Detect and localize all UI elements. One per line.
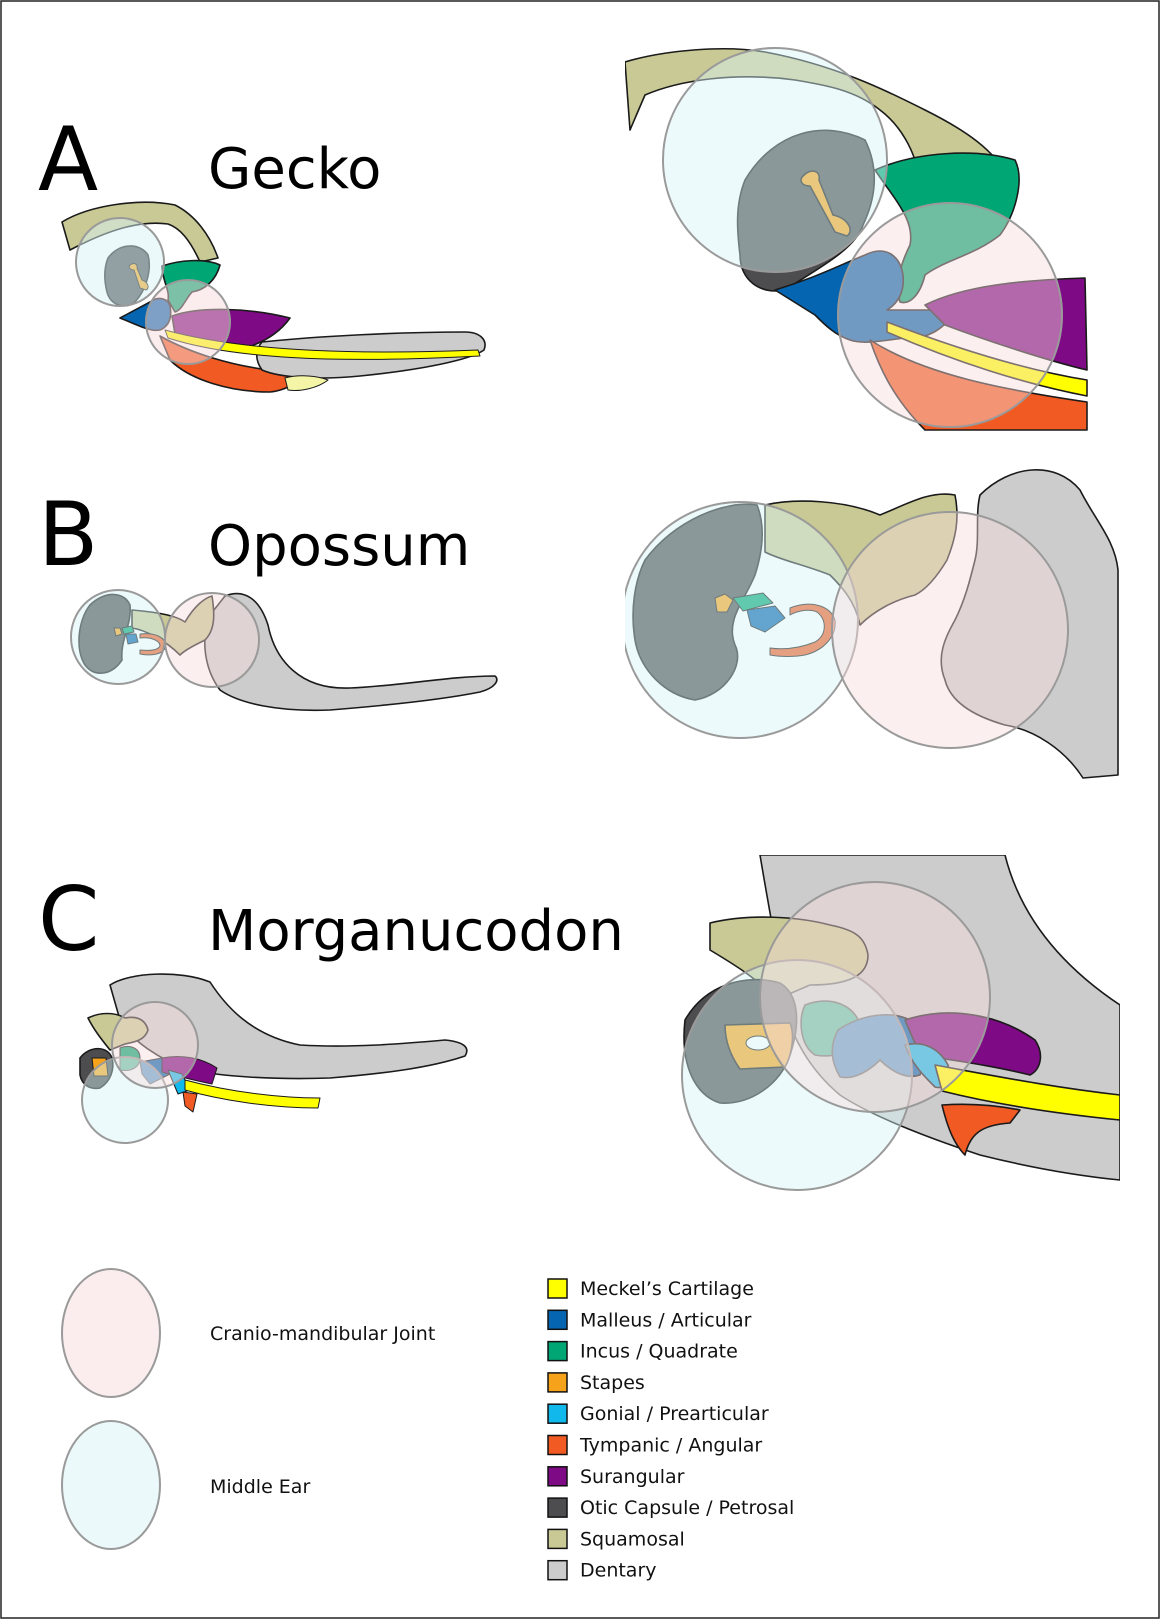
bone-legend-label: Stapes — [580, 1372, 645, 1394]
panel-c-title: Morganucodon — [208, 899, 624, 964]
bone-legend-label: Incus / Quadrate — [580, 1341, 738, 1363]
bone-legend-item: Dentary — [548, 1560, 657, 1582]
bone-color-swatch — [548, 1467, 567, 1486]
opossum-large-middle-ear-region — [622, 502, 858, 738]
morganucodon-small-joint-region — [112, 1002, 198, 1088]
bone-color-swatch — [548, 1436, 567, 1455]
bone-legend-label: Malleus / Articular — [580, 1309, 752, 1331]
joint-legend-label: Cranio-mandibular Joint — [210, 1323, 435, 1345]
bone-legend-label: Otic Capsule / Petrosal — [580, 1497, 794, 1519]
opossum-small-joint-region — [165, 593, 259, 687]
bone-legend-label: Surangular — [580, 1466, 685, 1488]
bone-legend-label: Dentary — [580, 1560, 657, 1582]
panel-c-letter: C — [38, 868, 99, 971]
middle-ear-legend-label: Middle Ear — [210, 1476, 310, 1498]
bone-color-swatch — [548, 1561, 567, 1580]
bone-legend-label: Tympanic / Angular — [579, 1435, 762, 1457]
panel-b-title: Opossum — [208, 514, 470, 579]
gecko-small-joint-region — [146, 280, 230, 364]
joint-swatch — [62, 1269, 160, 1397]
opossum-large-joint-region — [832, 512, 1068, 748]
panel-a-letter: A — [38, 108, 98, 211]
bone-legend-item: Tympanic / Angular — [548, 1435, 762, 1457]
bone-color-swatch — [548, 1373, 567, 1392]
bone-legend-label: Squamosal — [580, 1528, 685, 1550]
bone-color-swatch — [548, 1498, 567, 1517]
bone-color-swatch — [548, 1342, 567, 1361]
morganucodon-large-joint-region — [760, 882, 990, 1112]
gecko-large-joint-region — [838, 203, 1062, 427]
bone-legend-item: Stapes — [548, 1372, 645, 1394]
bone-color-swatch — [548, 1529, 567, 1548]
gecko-large-middle-ear-region — [663, 48, 887, 272]
gecko-small-middle-ear-region — [76, 218, 164, 306]
bone-color-swatch — [548, 1404, 567, 1423]
bone-color-swatch — [548, 1310, 567, 1329]
bone-color-swatch — [548, 1279, 567, 1298]
bone-legend-label: Gonial / Prearticular — [580, 1403, 769, 1425]
opossum-small-middle-ear-region — [71, 590, 165, 684]
bone-legend-label: Meckel’s Cartilage — [580, 1278, 754, 1300]
panel-a-title: Gecko — [208, 137, 381, 202]
bone-legend-item: Otic Capsule / Petrosal — [548, 1497, 794, 1519]
middle-ear-swatch — [62, 1421, 160, 1549]
bone-legend-item: Gonial / Prearticular — [548, 1403, 769, 1425]
panel-b-letter: B — [38, 483, 98, 586]
